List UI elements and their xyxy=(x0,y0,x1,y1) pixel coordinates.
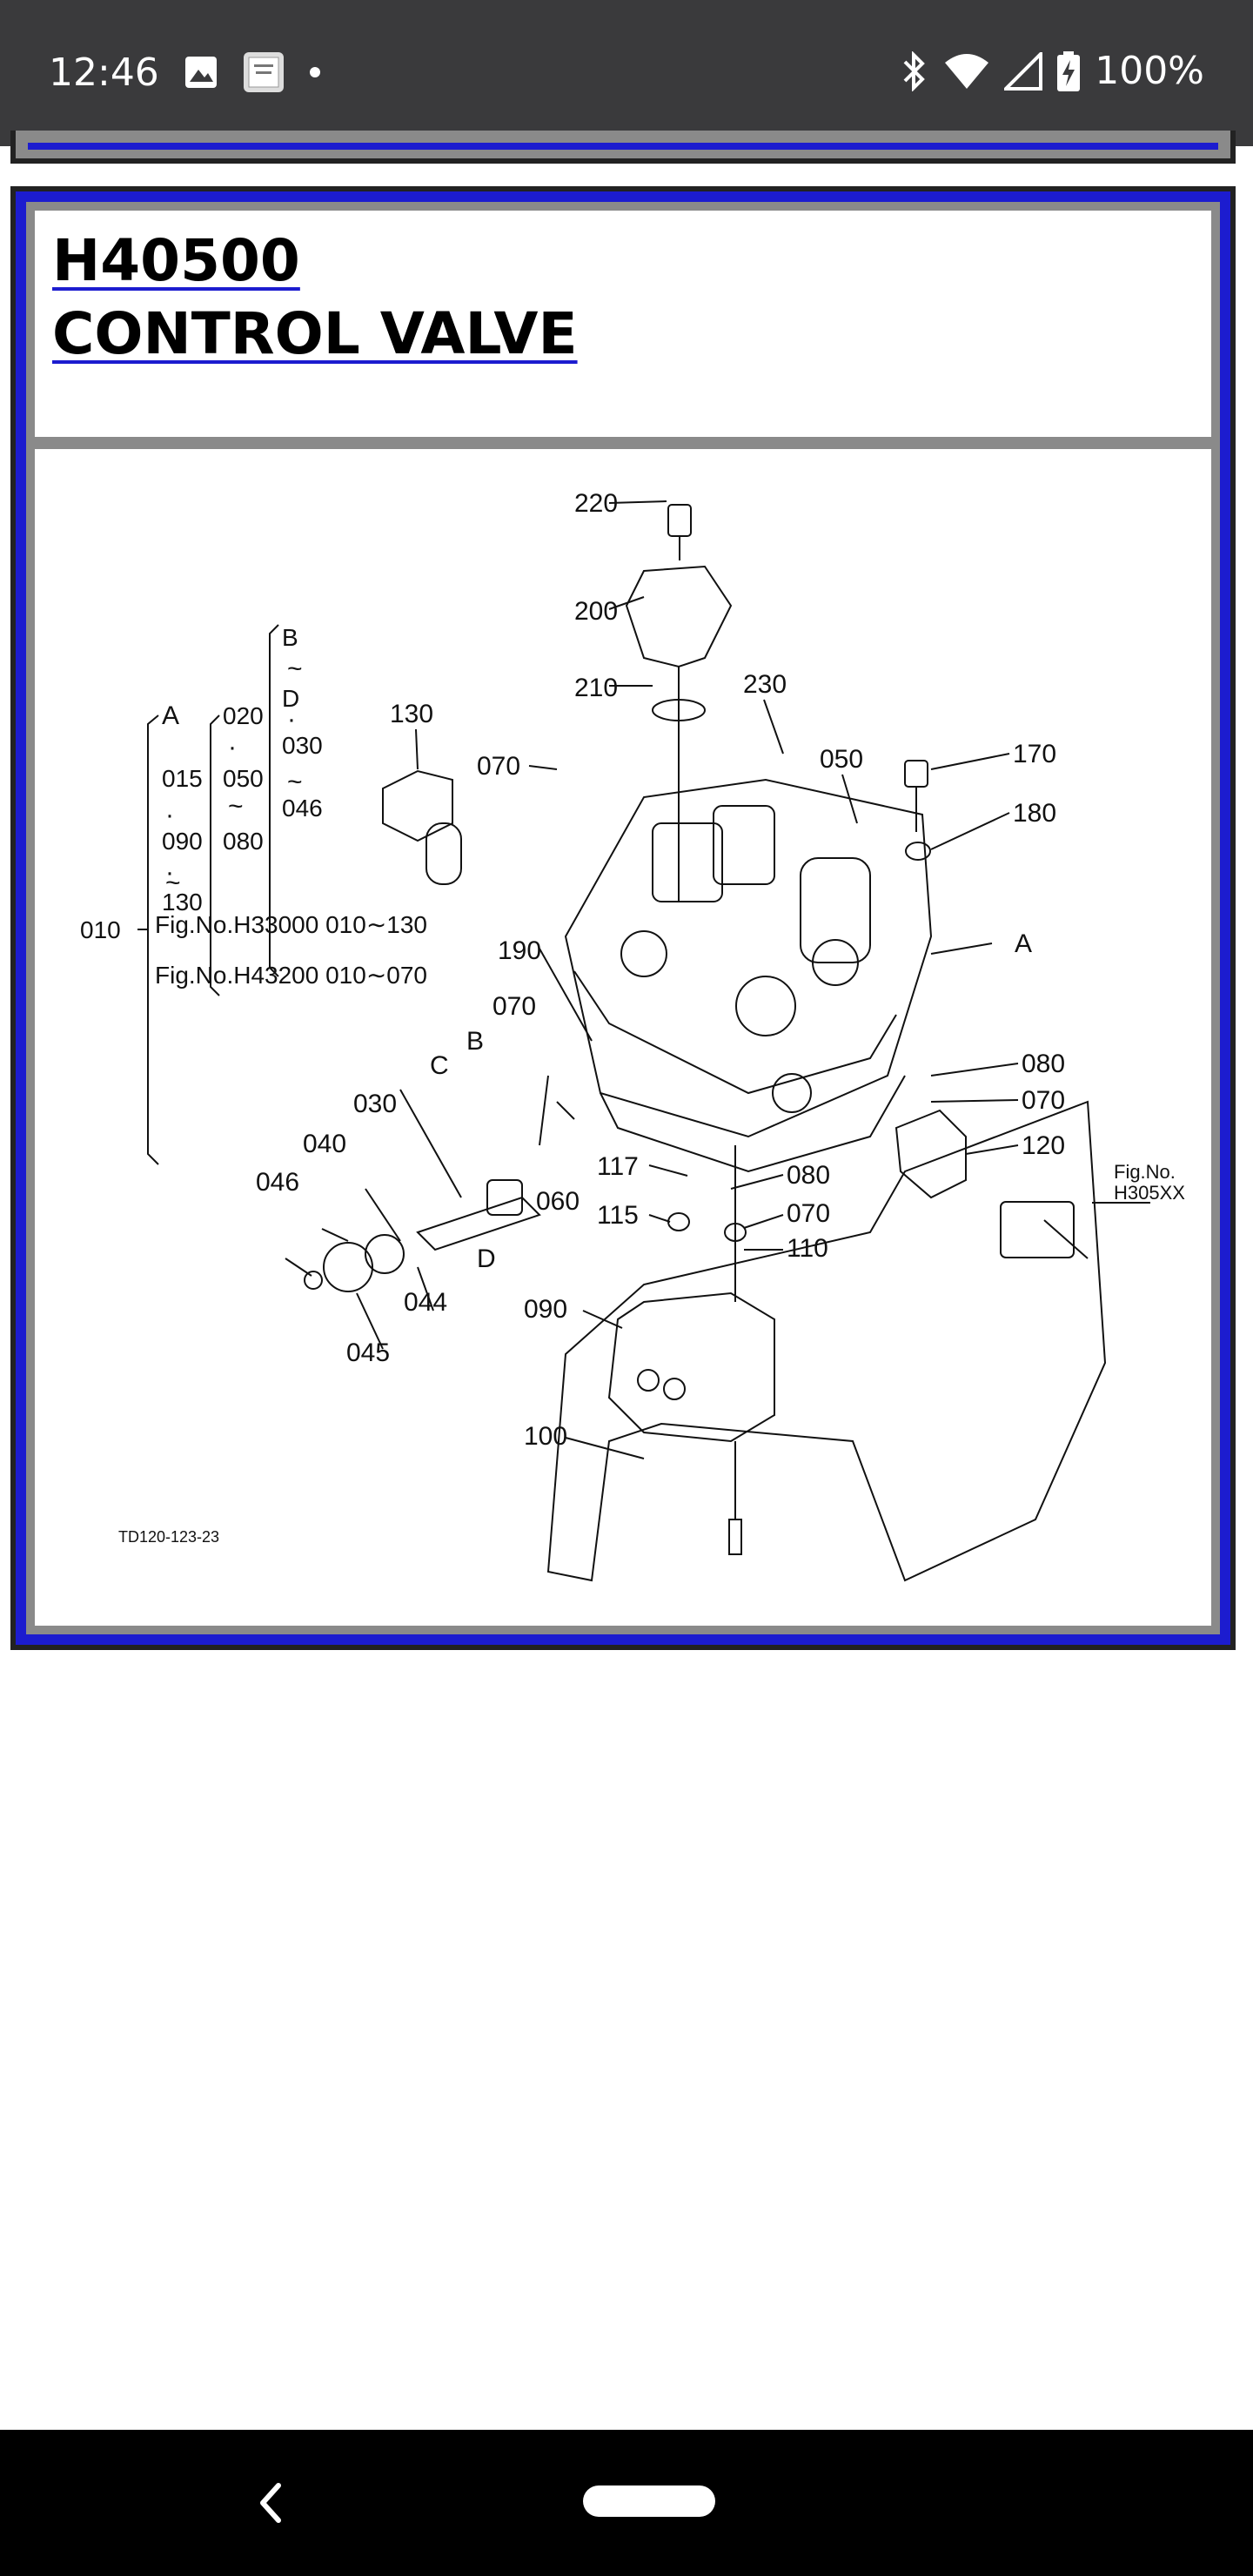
part-label[interactable]: 230 xyxy=(743,670,787,699)
legend-col1: 090 xyxy=(162,828,203,855)
part-label[interactable]: 070 xyxy=(1022,1086,1065,1115)
part-label[interactable]: 190 xyxy=(498,936,541,965)
legend-col3: B xyxy=(282,624,298,651)
part-name[interactable]: CONTROL VALVE xyxy=(52,300,578,367)
part-label[interactable]: 070 xyxy=(492,992,536,1021)
home-button[interactable] xyxy=(583,2485,715,2517)
part-label[interactable]: 030 xyxy=(353,1090,397,1118)
signal-icon xyxy=(1004,51,1043,91)
part-label[interactable]: 220 xyxy=(574,489,618,518)
exploded-diagram[interactable]: 220 200 210 230 130 070 050 170 180 190 … xyxy=(35,449,1211,1626)
part-label[interactable]: 045 xyxy=(346,1338,390,1367)
part-label[interactable]: 060 xyxy=(536,1187,580,1216)
diagram-panel: 220 200 210 230 130 070 050 170 180 190 … xyxy=(26,440,1220,1634)
svg-text:~: ~ xyxy=(287,654,303,683)
legend-col2: 080 xyxy=(223,828,264,855)
battery-charging-icon xyxy=(1057,50,1081,91)
notification-icons xyxy=(183,50,322,94)
legend-col3: 046 xyxy=(282,795,323,822)
legend-ref1: Fig.No.H33000 010∼130 xyxy=(155,911,427,938)
status-bar: 12:46 100% xyxy=(0,0,1253,146)
navigation-bar xyxy=(0,2430,1253,2576)
fig-ref-line2: H305XX xyxy=(1114,1182,1185,1204)
part-label[interactable]: C xyxy=(430,1051,449,1080)
page-title[interactable]: H40500 CONTROL VALVE xyxy=(52,225,578,371)
fig-ref-line1: Fig.No. xyxy=(1114,1161,1176,1183)
part-label[interactable]: 115 xyxy=(597,1201,639,1230)
part-label[interactable]: 110 xyxy=(787,1234,828,1263)
battery-percent: 100% xyxy=(1095,49,1204,93)
status-time: 12:46 xyxy=(49,50,159,95)
part-label[interactable]: 180 xyxy=(1013,799,1056,828)
svg-text:~: ~ xyxy=(287,768,303,796)
legend-col3: D xyxy=(282,685,299,712)
svg-text:·: · xyxy=(165,801,174,829)
part-label[interactable]: 120 xyxy=(1022,1131,1065,1160)
image-icon xyxy=(185,57,217,88)
part-label[interactable]: A xyxy=(162,701,179,730)
part-label[interactable]: 070 xyxy=(787,1199,830,1228)
legend-col3: 030 xyxy=(282,732,323,759)
part-label[interactable]: 044 xyxy=(404,1288,447,1317)
svg-text:·: · xyxy=(228,733,237,761)
part-label[interactable]: B xyxy=(466,1027,484,1056)
svg-text:~: ~ xyxy=(165,869,181,897)
legend-col2: 050 xyxy=(223,765,264,792)
part-code[interactable]: H40500 xyxy=(52,227,300,294)
part-label[interactable]: 200 xyxy=(574,597,618,626)
svg-text:·: · xyxy=(165,858,174,887)
part-label[interactable]: 090 xyxy=(524,1295,567,1324)
parts-section: H40500 CONTROL VALVE xyxy=(10,186,1236,1650)
legend-ref2: Fig.No.H43200 010∼070 xyxy=(155,962,427,989)
legend-col1: 015 xyxy=(162,765,203,792)
part-label[interactable]: 130 xyxy=(390,700,433,728)
part-label[interactable]: 040 xyxy=(303,1130,346,1158)
system-icons: 100% xyxy=(900,49,1204,93)
part-label[interactable]: A xyxy=(1015,929,1032,958)
back-icon[interactable] xyxy=(252,2475,287,2531)
svg-text:~: ~ xyxy=(228,792,244,821)
part-label[interactable]: 046 xyxy=(256,1168,299,1197)
part-label[interactable]: D xyxy=(477,1244,496,1273)
wifi-icon xyxy=(945,53,989,89)
part-label[interactable]: 210 xyxy=(574,674,618,702)
holy-bible-app-icon xyxy=(244,52,284,92)
legend-010: 010 xyxy=(80,916,121,943)
part-label[interactable]: 100 xyxy=(524,1422,567,1451)
part-label[interactable]: 117 xyxy=(597,1152,639,1181)
drawing-id: TD120-123-23 xyxy=(118,1528,219,1546)
part-label[interactable]: 080 xyxy=(787,1161,830,1190)
part-label[interactable]: 170 xyxy=(1013,740,1056,768)
legend-col1: 130 xyxy=(162,889,203,916)
part-label[interactable]: 080 xyxy=(1022,1050,1065,1078)
bluetooth-icon xyxy=(903,50,926,91)
previous-section-edge xyxy=(10,131,1236,164)
part-label[interactable]: 070 xyxy=(477,752,520,781)
part-label[interactable]: 050 xyxy=(820,745,863,774)
legend-col2: 020 xyxy=(223,702,264,729)
dot-icon xyxy=(310,67,320,77)
svg-text:·: · xyxy=(287,705,296,734)
title-panel: H40500 CONTROL VALVE xyxy=(26,202,1220,446)
